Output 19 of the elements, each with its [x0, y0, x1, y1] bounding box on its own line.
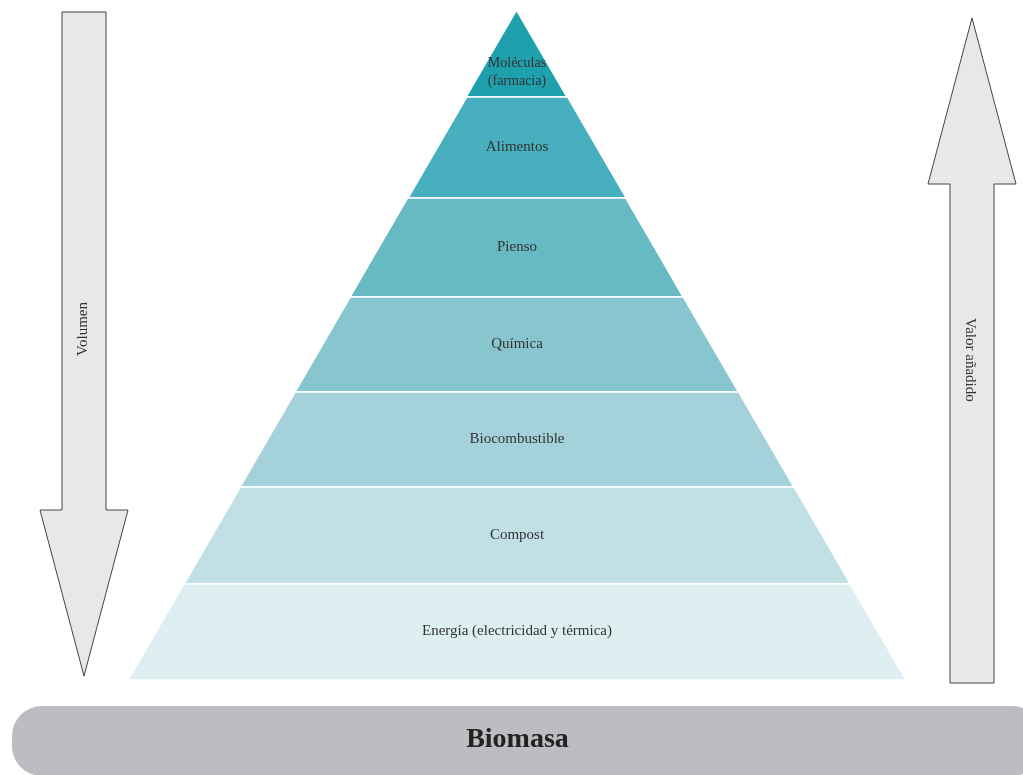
band-label: Compost	[488, 525, 546, 543]
arrow-label: Volumen	[74, 302, 91, 356]
pyramid-band	[350, 198, 684, 297]
pyramid-band	[295, 297, 739, 392]
pyramid-band	[128, 584, 906, 680]
bar-label: Biomasa	[465, 722, 570, 754]
band-label: Energía (electricidad y térmica)	[420, 622, 613, 639]
band-label: Química	[490, 334, 544, 352]
base-bar	[12, 706, 1023, 775]
band-label: Pienso	[495, 237, 538, 255]
pyramid-band	[407, 97, 627, 198]
band-label: Alimentos	[484, 137, 550, 155]
band-label: Biocombustible	[468, 429, 566, 447]
arrow-label: Valor añadido	[962, 318, 979, 402]
down-arrow	[40, 12, 128, 676]
pyramid-band	[183, 487, 851, 584]
pyramid-band	[240, 392, 794, 487]
band-label: Moléculas (farmacia)	[486, 53, 548, 90]
up-arrow	[928, 18, 1016, 683]
